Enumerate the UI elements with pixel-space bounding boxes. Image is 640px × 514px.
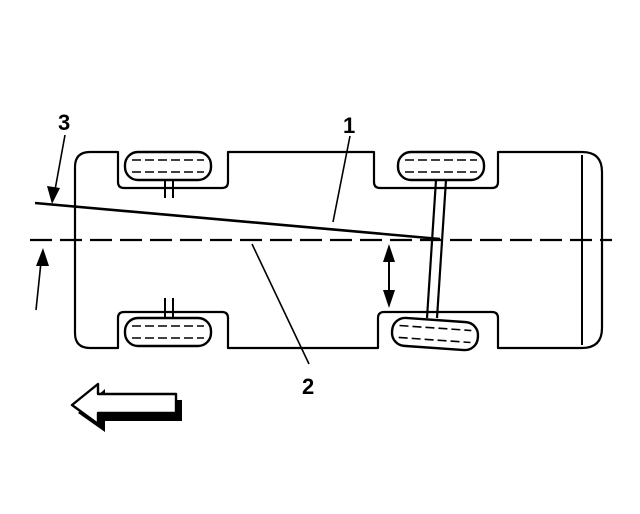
front-right-wheel [123,316,213,348]
rear-left-wheel [396,150,486,182]
thrust-angle-pointer-upper [47,134,66,204]
leader-line-1 [332,135,351,223]
leader-line-2 [251,243,310,365]
rear-axle [425,179,448,319]
forward-direction-arrow-icon [70,382,182,432]
callout-3: 3 [58,110,70,135]
thrust-line [34,201,441,241]
callout-1: 1 [343,113,355,138]
front-left-wheel [123,150,213,182]
rear-right-wheel [390,316,480,352]
callout-2: 2 [302,374,314,399]
vehicle-body-outline [73,150,604,350]
thrust-angle-pointer-lower [35,248,49,311]
dimension-arrow-icon [383,244,395,308]
